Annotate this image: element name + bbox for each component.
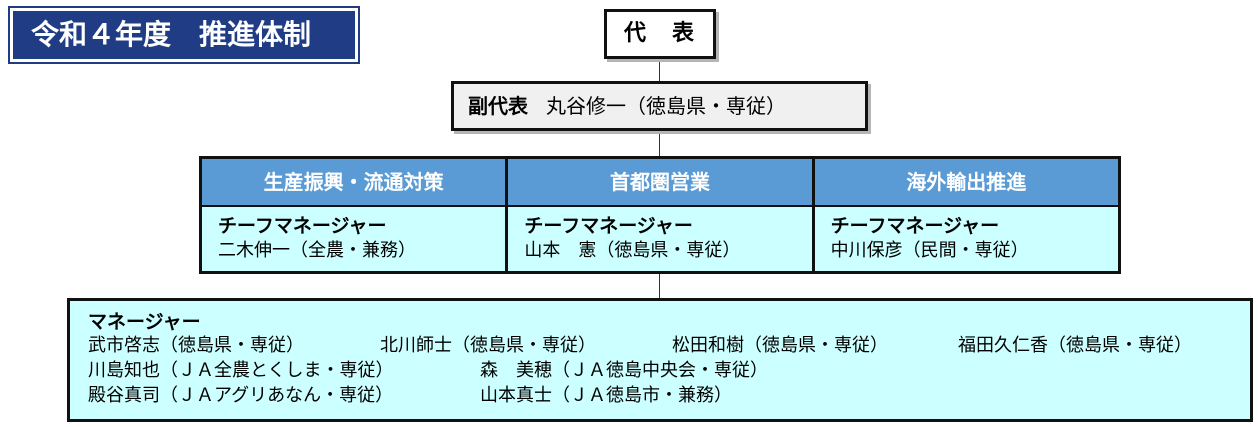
division-body: チーフマネージャー 中川保彦（民間・専従）: [814, 207, 1118, 271]
manager-name: 北川師士（徳島県・専従）: [380, 335, 596, 356]
chief-manager-name: 中川保彦（民間・専従）: [830, 240, 1029, 261]
title-badge: 令和４年度 推進体制: [8, 6, 360, 64]
vice-role: 副代表: [468, 94, 528, 118]
representative-box: 代 表: [604, 9, 716, 59]
vice-representative-box: 副代表丸谷修一（徳島県・専従）: [451, 81, 868, 131]
chief-manager-name: 山本 憲（徳島県・専従）: [524, 240, 741, 261]
manager-name: 殿谷真司（ＪＡアグリあなん・専従）: [88, 385, 394, 406]
chief-manager-label: チーフマネージャー: [830, 215, 1000, 237]
page-title: 令和４年度 推進体制: [13, 11, 355, 59]
managers-row: 川島知也（ＪＡ全農とくしま・専従） 森 美穂（ＪＡ徳島中央会・専従）: [88, 358, 1250, 383]
division-export: 海外輸出推進 チーフマネージャー 中川保彦（民間・専従）: [814, 159, 1118, 271]
representative-label: 代 表: [623, 21, 696, 46]
vice-name: 丸谷修一（徳島県・専従）: [546, 94, 786, 118]
manager-name: 川島知也（ＪＡ全農とくしま・専従）: [88, 360, 394, 381]
managers-box: マネージャー 武市啓志（徳島県・専従） 北川師士（徳島県・専従） 松田和樹（徳島…: [67, 298, 1253, 422]
chief-manager-name: 二木伸一（全農・兼務）: [218, 240, 416, 261]
division-body: チーフマネージャー 二木伸一（全農・兼務）: [202, 207, 506, 271]
connector-divisions-managers: [659, 274, 660, 298]
manager-name: 松田和樹（徳島県・専従）: [672, 335, 888, 356]
managers-label: マネージャー: [88, 311, 201, 333]
division-body: チーフマネージャー 山本 憲（徳島県・専従）: [508, 207, 812, 271]
chief-manager-label: チーフマネージャー: [524, 215, 693, 237]
division-head: 生産振興・流通対策: [202, 159, 506, 207]
connector-vice-divisions: [659, 131, 660, 156]
chief-manager-label: チーフマネージャー: [218, 215, 387, 237]
manager-name: 武市啓志（徳島県・専従）: [88, 335, 304, 356]
manager-name: 山本真士（ＪＡ徳島市・兼務）: [480, 385, 732, 406]
division-metropolitan-sales: 首都圏営業 チーフマネージャー 山本 憲（徳島県・専従）: [508, 159, 815, 271]
division-table: 生産振興・流通対策 チーフマネージャー 二木伸一（全農・兼務） 首都圏営業 チー…: [199, 156, 1121, 274]
division-production: 生産振興・流通対策 チーフマネージャー 二木伸一（全農・兼務）: [202, 159, 509, 271]
connector-rep-vice: [659, 59, 660, 81]
managers-row: 殿谷真司（ＪＡアグリあなん・専従） 山本真士（ＪＡ徳島市・兼務）: [88, 383, 1250, 408]
division-head: 海外輸出推進: [814, 159, 1118, 207]
managers-row: 武市啓志（徳島県・専従） 北川師士（徳島県・専従） 松田和樹（徳島県・専従） 福…: [88, 333, 1250, 358]
manager-name: 森 美穂（ＪＡ徳島中央会・専従）: [480, 360, 768, 381]
division-head: 首都圏営業: [508, 159, 812, 207]
manager-name: 福田久仁香（徳島県・専従）: [958, 335, 1192, 356]
